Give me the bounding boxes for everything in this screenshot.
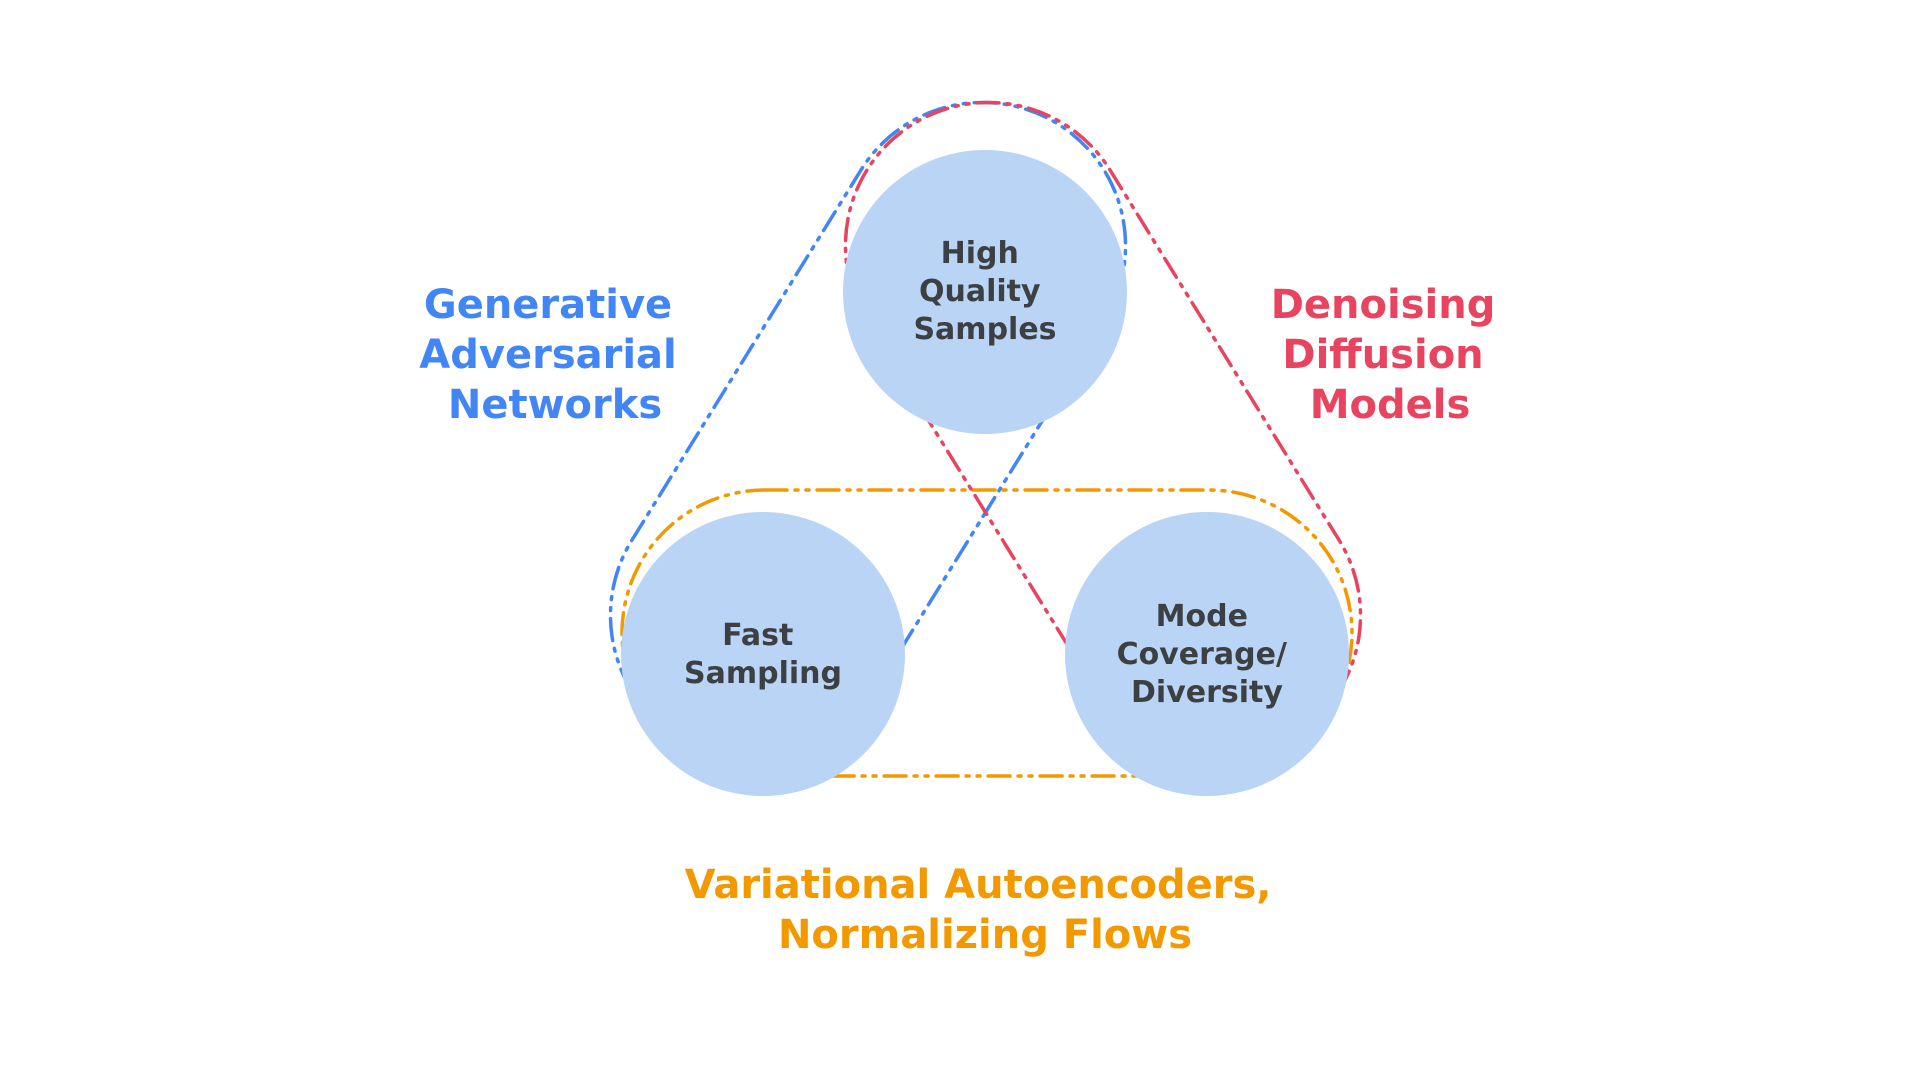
high-quality-samples-label: High Quality Samples xyxy=(913,236,1056,347)
fast-sampling-circle xyxy=(621,512,905,796)
diffusion-label: Denoising Diffusion Models xyxy=(1271,282,1510,428)
vae-label: Variational Autoencoders, Normalizing Fl… xyxy=(685,862,1286,958)
high-quality-samples-circle xyxy=(843,150,1127,434)
mode-coverage-circle xyxy=(1065,512,1349,796)
gan-label: Generative Adversarial Networks xyxy=(419,282,690,428)
fast-sampling-label: Fast Sampling xyxy=(684,618,842,691)
mode-coverage-label: Mode Coverage/ Diversity xyxy=(1117,599,1298,710)
